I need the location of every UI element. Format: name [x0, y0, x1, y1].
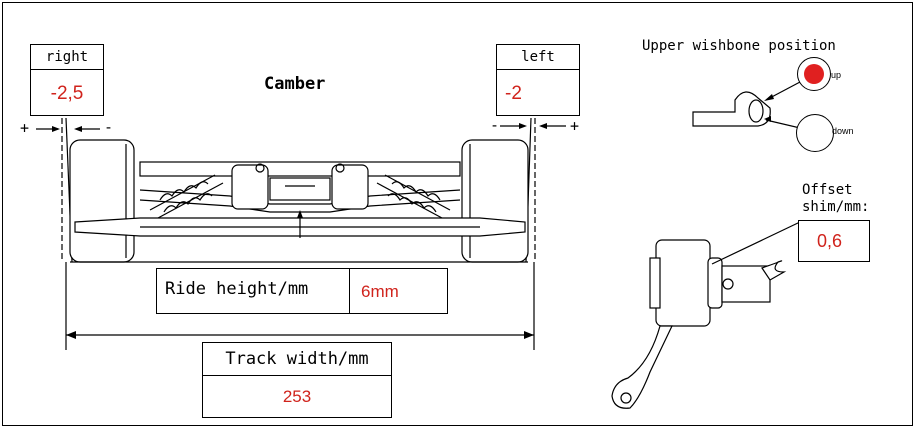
track-width-box: Track width/mm 253: [202, 342, 392, 418]
camber-left-plus: +: [570, 117, 580, 135]
camber-right-plus: +: [20, 119, 30, 137]
camber-right-label: right: [45, 49, 89, 65]
offset-shim-label-line1: Offset: [802, 182, 853, 198]
track-width-label: Track width/mm: [225, 349, 369, 369]
wishbone-down-label: down: [832, 126, 854, 136]
offset-shim-value: 0,6: [817, 231, 843, 251]
ride-height-box: Ride height/mm 6mm: [156, 268, 448, 314]
wheel-left: [461, 139, 529, 263]
suspension: [139, 161, 461, 219]
track-width-dimension: [66, 331, 534, 339]
camber-left-minus: -: [490, 116, 500, 134]
camber-right-box: right -2,5: [30, 44, 104, 116]
camber-left-value: -2: [505, 83, 522, 104]
camber-right-value: -2,5: [50, 83, 84, 104]
camber-right-minus: -: [104, 118, 114, 136]
camber-arrows: [36, 123, 566, 132]
ride-height-value: 6mm: [361, 282, 399, 301]
camber-left-box: left -2: [496, 44, 580, 116]
wishbone-down-option[interactable]: [796, 114, 834, 152]
wishbone-up-label: up: [831, 70, 842, 80]
camber-left-label: left: [521, 49, 555, 65]
spindle-drawing: [611, 221, 801, 409]
wishbone-title: Upper wishbone position: [642, 38, 836, 54]
outer-frame: [2, 2, 913, 426]
track-width-value: 253: [282, 387, 312, 406]
wishbone-up-selected-dot: [804, 64, 824, 84]
camber-title: Camber: [264, 74, 326, 94]
wishbone-up-option[interactable]: [797, 57, 831, 91]
wheel-right: [69, 139, 135, 263]
wishbone-position-diagram: [692, 81, 801, 129]
ride-height-label: Ride height/mm: [165, 279, 309, 299]
offset-shim-label-line2: shim/mm:: [802, 199, 870, 215]
chassis-plate: [74, 210, 526, 238]
offset-shim-box: 0,6: [798, 220, 870, 262]
